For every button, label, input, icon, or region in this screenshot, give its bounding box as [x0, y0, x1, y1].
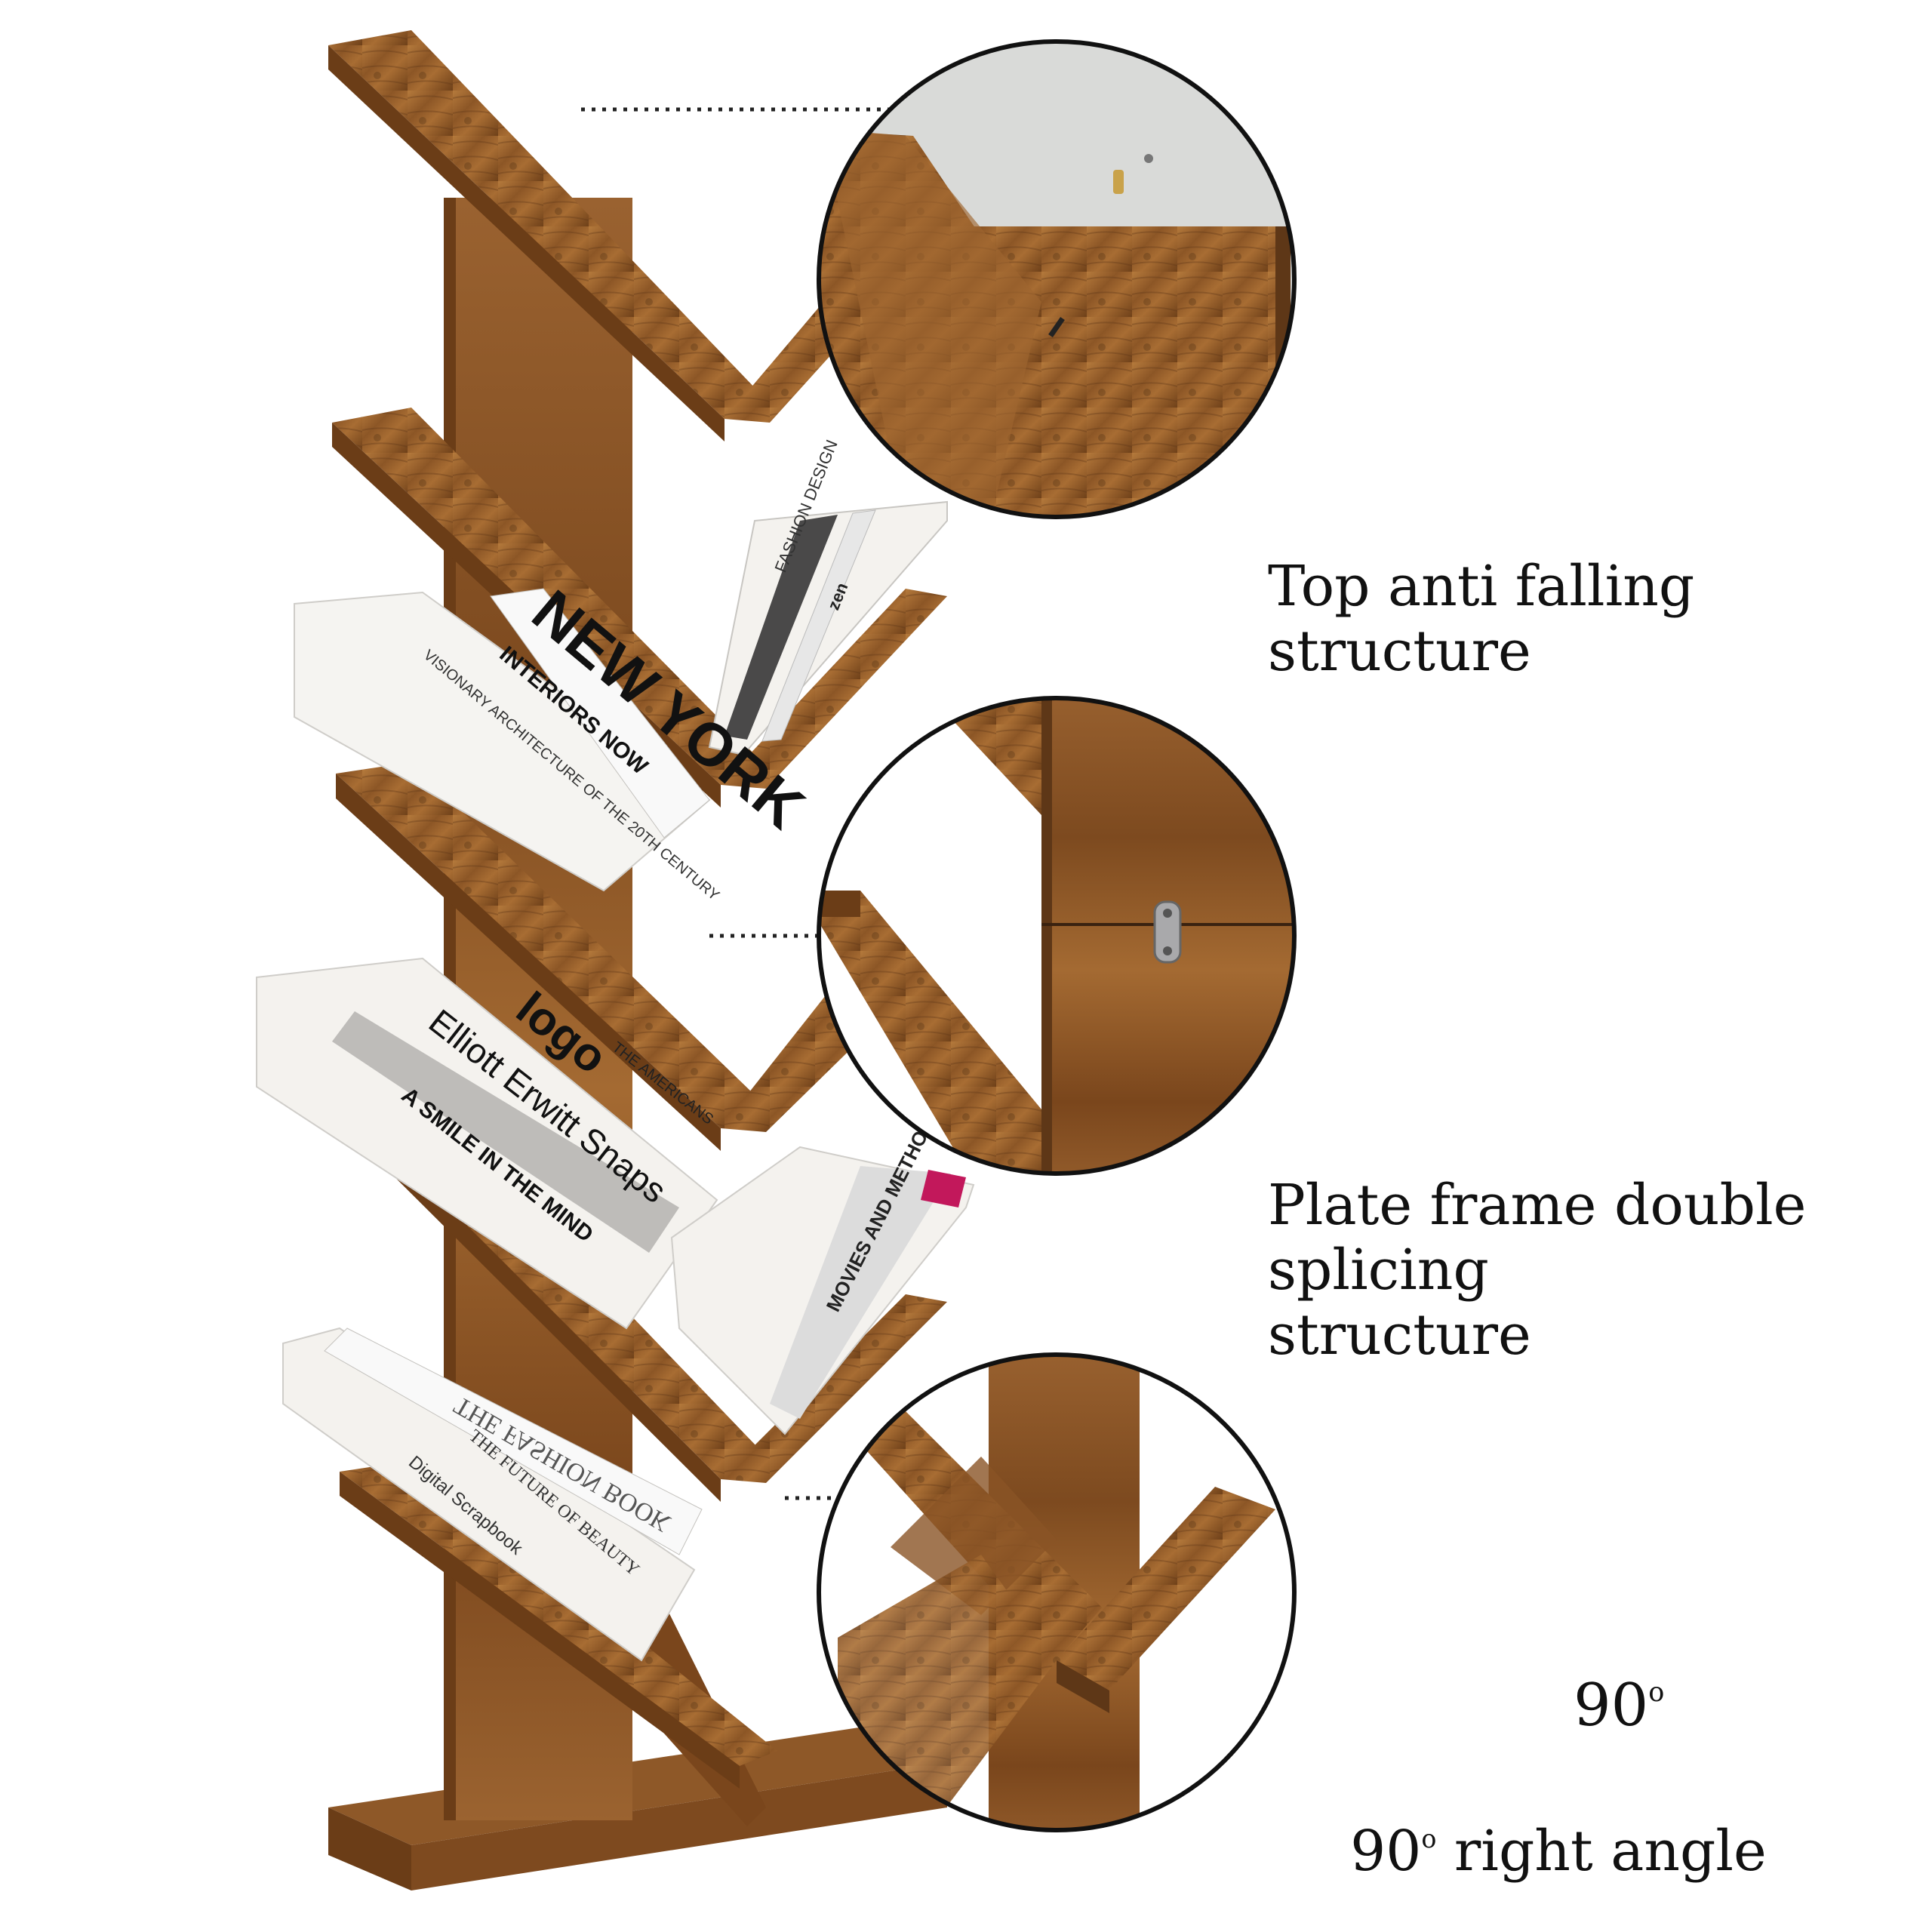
detail-circle-bottom — [817, 1352, 1297, 1832]
caption-bottom: 90o right angle — [1350, 1819, 1767, 1884]
caption-top: Top anti falling structure — [1268, 554, 1695, 684]
shelf-board — [721, 1294, 947, 1483]
caption-middle: Plate frame double splicing structure — [1268, 1173, 1807, 1367]
detail-circle-middle — [817, 696, 1297, 1176]
shelf-board — [340, 1460, 777, 1766]
shelf-board — [332, 408, 777, 785]
shelf-board — [336, 762, 777, 1128]
angle-label: 90o — [1574, 1672, 1665, 1740]
detail-circle-top — [817, 39, 1297, 519]
shelf-board — [328, 30, 777, 419]
